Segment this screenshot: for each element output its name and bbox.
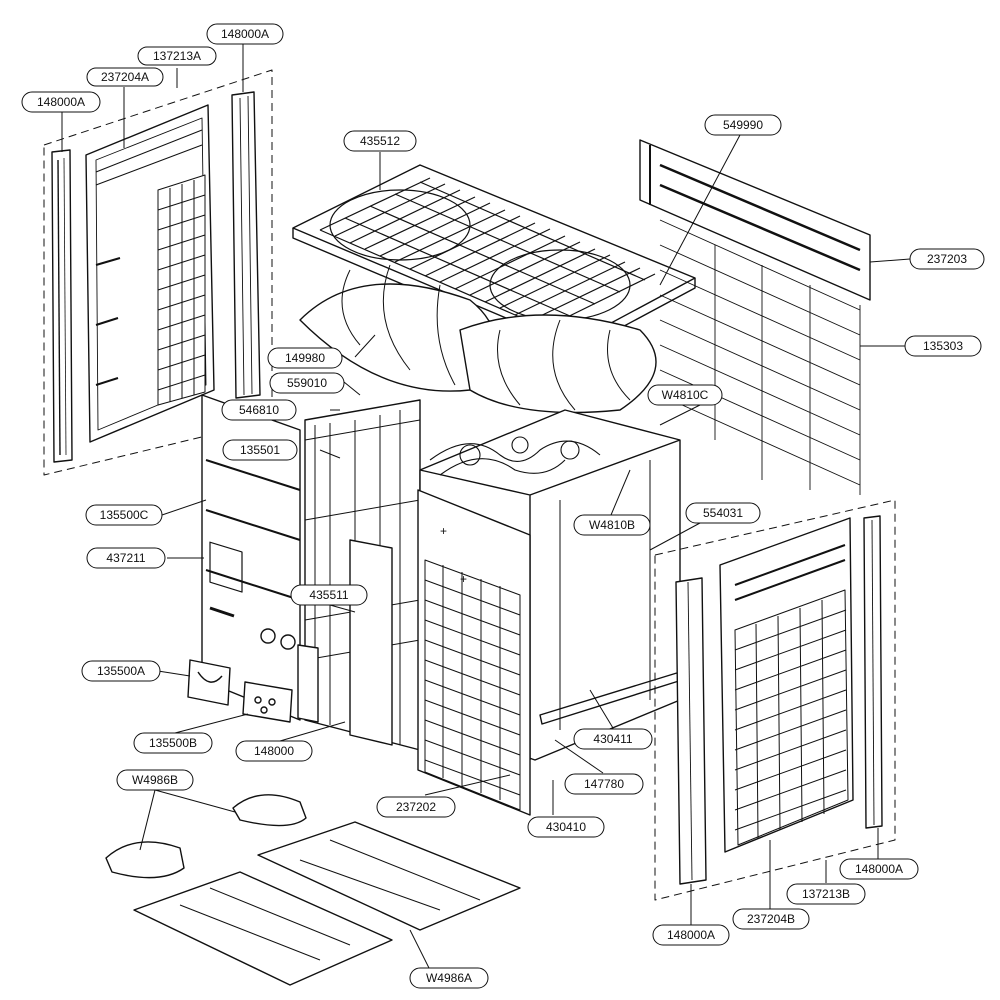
label-237203: 237203 [909,248,985,270]
part-labels: 148000A 137213A 237204A 148000A 435512 5… [21,23,985,989]
label-148000a-bottom: 148000A [652,924,730,946]
label-w4986b: W4986B [116,769,194,791]
label-w4986a: W4986A [409,967,489,989]
svg-text:237204B: 237204B [747,912,795,926]
label-237204b: 237204B [732,908,810,930]
label-w4810c: W4810C [647,384,723,406]
svg-text:W4986A: W4986A [426,971,472,985]
label-137213b: 137213B [786,883,866,905]
label-137213a: 137213A [137,46,217,66]
label-148000a-top: 148000A [206,23,284,45]
svg-text:135500B: 135500B [149,736,197,750]
label-135501: 135501 [222,439,298,461]
svg-text:437211: 437211 [106,551,145,565]
label-549990: 549990 [704,114,782,136]
svg-text:546810: 546810 [239,403,279,417]
label-w4810b: W4810B [573,514,651,536]
label-135303: 135303 [904,335,982,357]
svg-text:+: + [460,572,467,586]
svg-text:148000: 148000 [254,744,294,758]
svg-text:135500A: 135500A [97,664,145,678]
label-148000a-left: 148000A [21,91,101,113]
svg-text:149980: 149980 [285,351,325,365]
label-546810: 546810 [221,399,297,421]
svg-text:435511: 435511 [309,588,348,602]
svg-text:148000A: 148000A [667,928,715,942]
label-149980: 149980 [267,347,343,369]
svg-text:148000A: 148000A [37,95,85,109]
svg-text:135501: 135501 [240,443,280,457]
label-554031: 554031 [685,502,761,524]
svg-text:237203: 237203 [927,252,967,266]
svg-text:W4986B: W4986B [132,773,178,787]
svg-text:148000A: 148000A [221,27,269,41]
svg-text:137213B: 137213B [802,887,850,901]
svg-text:549990: 549990 [723,118,763,132]
label-237204a: 237204A [86,67,164,87]
label-435511: 435511 [290,584,368,606]
svg-text:430411: 430411 [593,732,632,746]
label-147780: 147780 [564,773,644,795]
svg-text:W4810B: W4810B [589,518,635,532]
svg-text:430410: 430410 [546,820,586,834]
svg-text:147780: 147780 [584,777,624,791]
svg-text:435512: 435512 [360,134,400,148]
svg-text:135500C: 135500C [100,508,149,522]
parts-drawing: + + [43,69,896,986]
label-148000: 148000 [235,740,313,762]
label-135500b: 135500B [133,732,213,754]
svg-text:559010: 559010 [287,376,327,390]
svg-text:148000A: 148000A [855,862,903,876]
label-435512: 435512 [343,130,417,152]
label-148000a-right: 148000A [839,858,919,880]
svg-text:554031: 554031 [703,506,743,520]
svg-text:135303: 135303 [923,339,963,353]
label-437211: 437211 [86,547,166,569]
label-135500c: 135500C [85,504,163,526]
label-135500a: 135500A [81,660,161,682]
svg-text:137213A: 137213A [153,49,201,63]
label-559010: 559010 [269,372,345,394]
svg-text:237204A: 237204A [101,70,149,84]
leader-lines [61,44,911,971]
svg-text:237202: 237202 [396,800,436,814]
label-430411: 430411 [573,728,653,750]
svg-text:+: + [440,524,447,538]
label-430410: 430410 [527,816,605,838]
label-237202: 237202 [376,796,456,818]
svg-text:W4810C: W4810C [662,388,709,402]
